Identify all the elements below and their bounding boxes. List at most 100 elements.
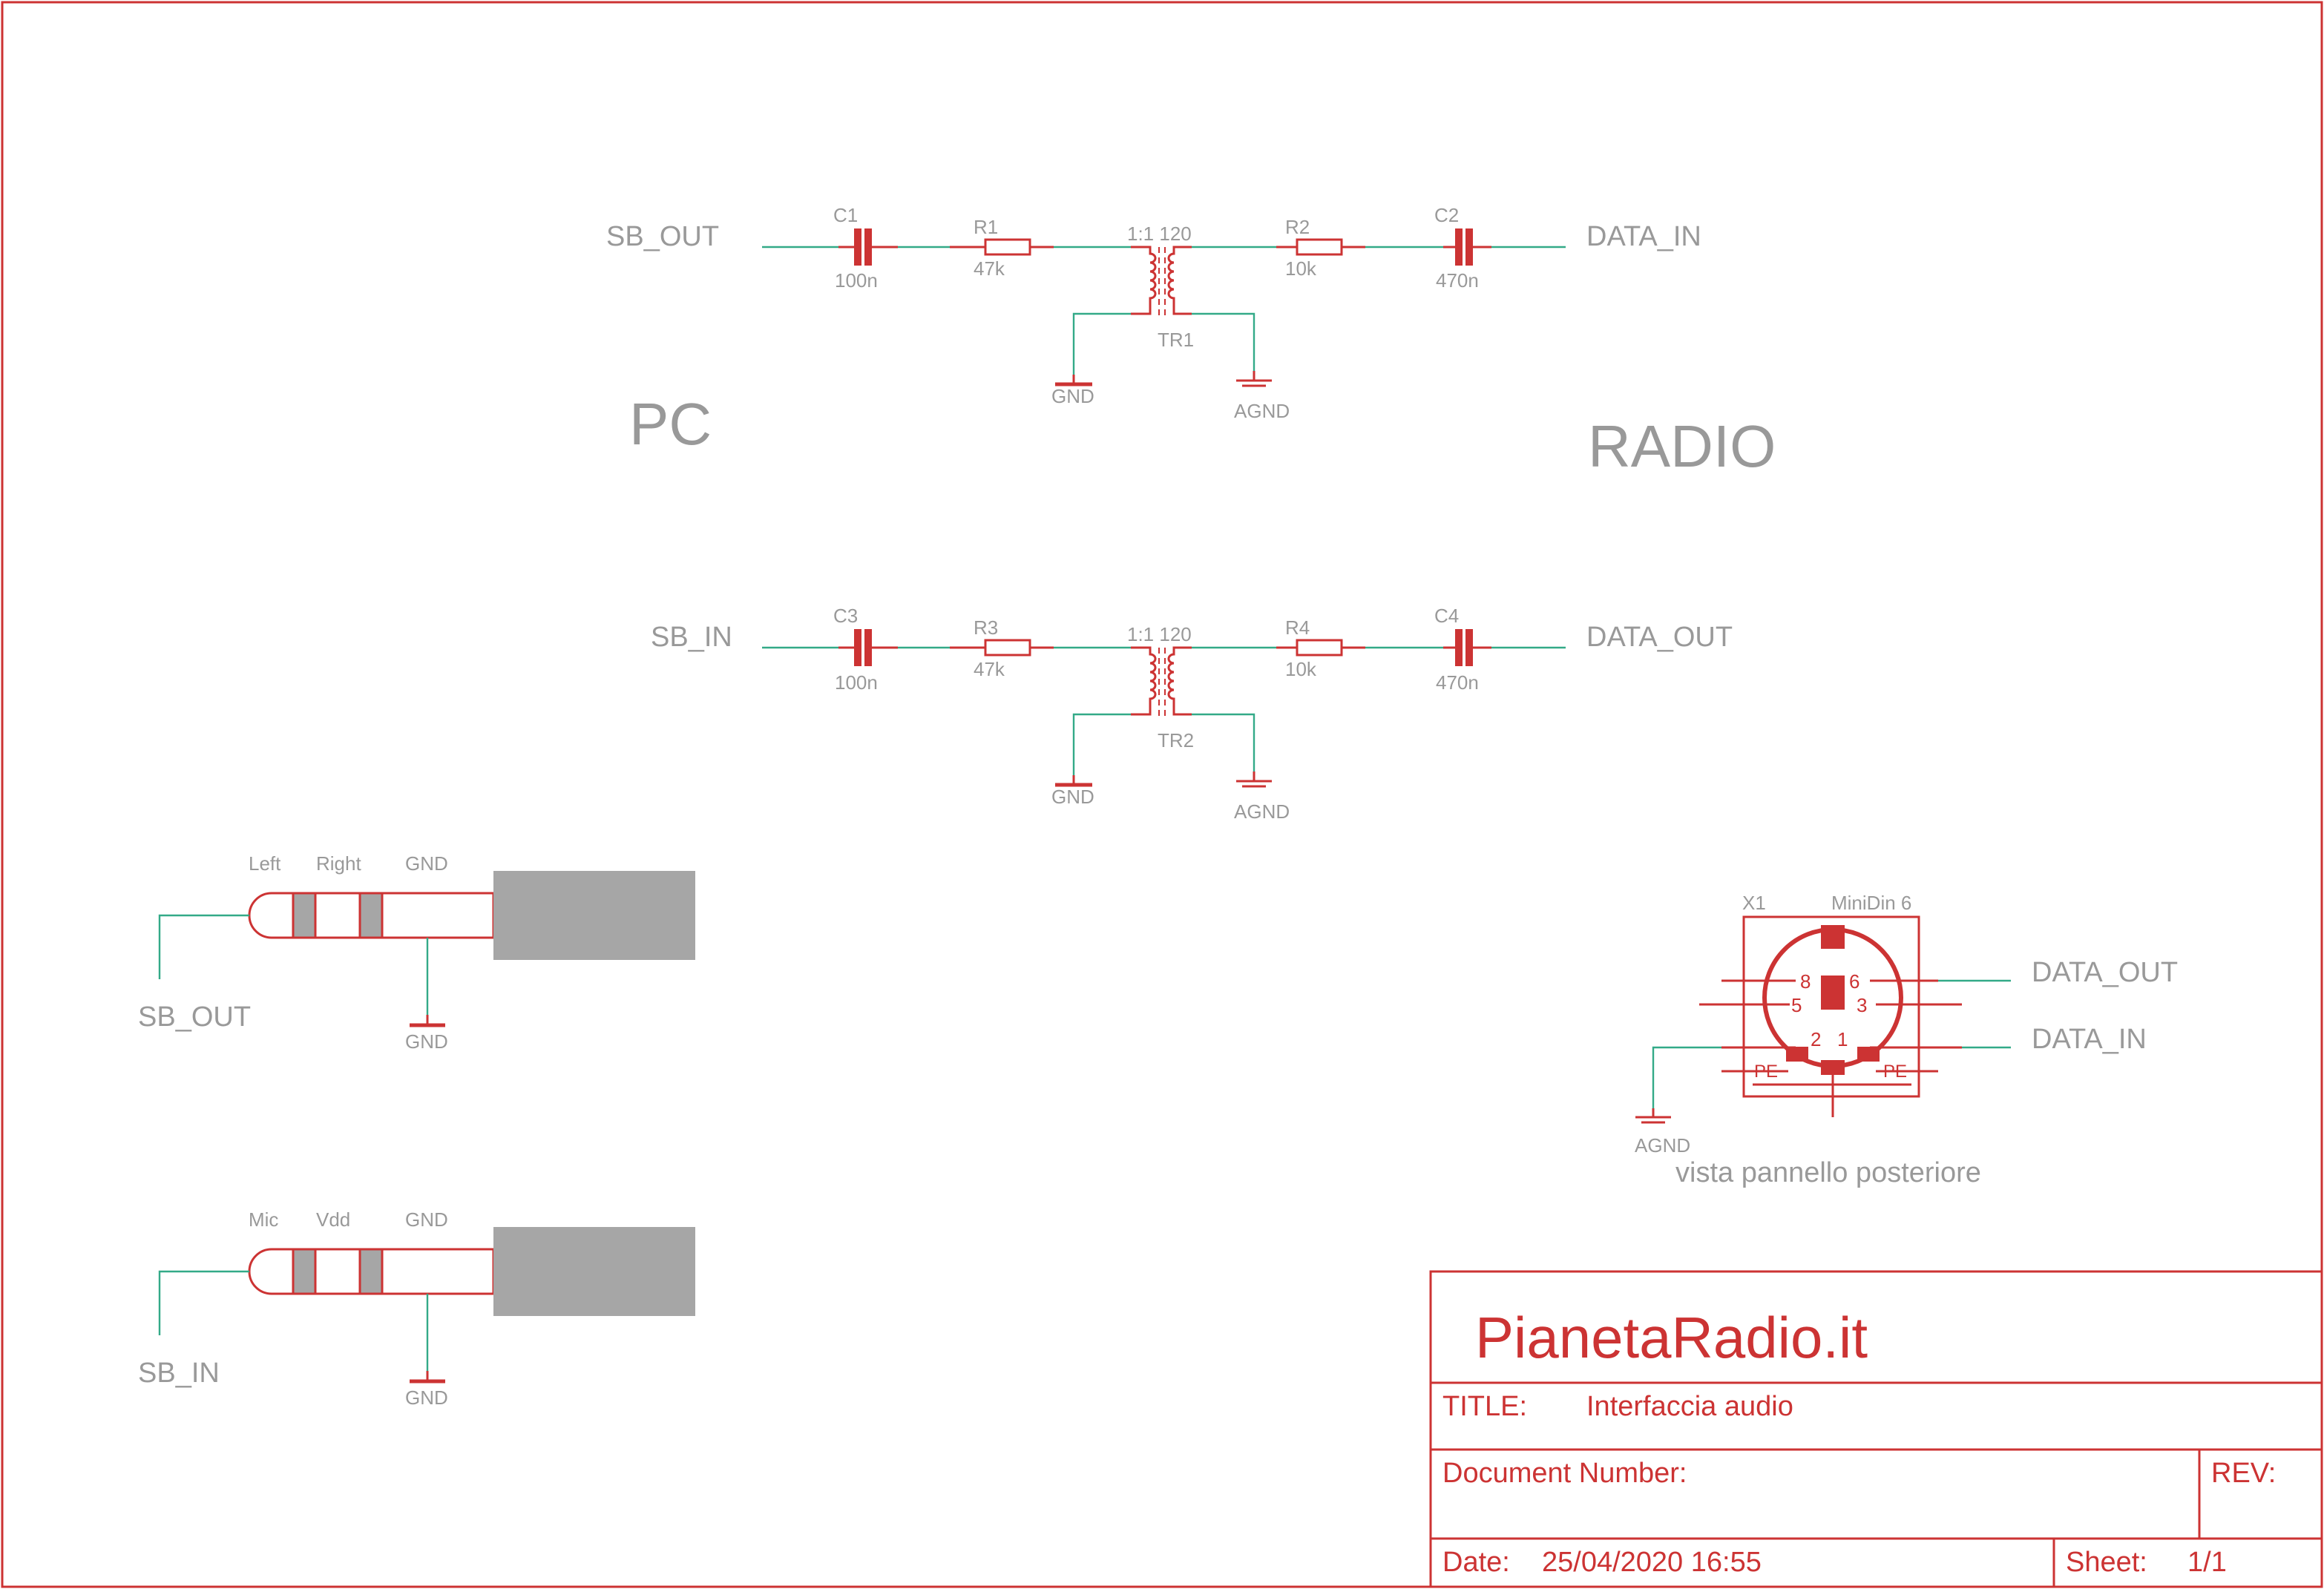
circuit-2: SB_IN C3 100n R3 47k 1:1 120 TR2 R4 10k xyxy=(651,605,1733,823)
connector-net-top: DATA_OUT xyxy=(2032,957,2178,988)
jack-tip-label: Mic xyxy=(249,1208,278,1231)
title-value: Interfaccia audio xyxy=(1586,1391,1793,1422)
wire xyxy=(1072,312,1131,375)
connector-outline xyxy=(1742,915,1920,1098)
r1-value: 47k xyxy=(974,257,1005,280)
jack-sleeve-label: GND xyxy=(405,1208,448,1231)
pin-1: 1 xyxy=(1837,1028,1848,1050)
pin-6: 6 xyxy=(1849,970,1859,993)
pc-side-label: PC xyxy=(629,391,712,457)
radio-side-label: RADIO xyxy=(1588,413,1776,479)
gnd-label: GND xyxy=(405,1386,448,1409)
connector-key xyxy=(1821,925,1845,949)
c2-value: 470n xyxy=(1436,269,1479,292)
jack-ring xyxy=(314,1248,361,1295)
tr1-transformer xyxy=(1131,246,1192,315)
jack-sleeve xyxy=(381,892,495,939)
c1-value: 100n xyxy=(835,269,878,292)
c2-name: C2 xyxy=(1434,204,1459,226)
jack-body xyxy=(493,1227,695,1316)
r3-value: 47k xyxy=(974,658,1005,680)
connector-center-key xyxy=(1821,976,1845,1010)
sheet-label: Sheet: xyxy=(2066,1547,2147,1578)
minidin-connector: X1 MiniDin 6 8 6 5 3 2 1 PE PE DATA_OUT … xyxy=(1635,892,2178,1188)
jack-tip xyxy=(248,1248,295,1295)
wire xyxy=(1192,713,1255,772)
data-in-net-label: DATA_IN xyxy=(1586,221,1701,252)
company-name: PianetaRadio.it xyxy=(1475,1305,1868,1370)
tr2-name: TR2 xyxy=(1158,729,1194,751)
c4-plate-a xyxy=(1455,629,1463,666)
wire xyxy=(1652,1046,1721,1108)
pin-3: 3 xyxy=(1857,994,1867,1016)
sheet-value: 1/1 xyxy=(2187,1547,2227,1578)
wire xyxy=(1192,312,1255,371)
date-label: Date: xyxy=(1442,1547,1510,1578)
r1-body xyxy=(984,238,1031,256)
tr1-name: TR1 xyxy=(1158,329,1194,351)
jack-plug-1: Left Right GND SB_OUT GND xyxy=(138,852,695,1053)
r3-body xyxy=(984,639,1031,657)
r2-body xyxy=(1296,238,1343,256)
c4-plate-b xyxy=(1465,629,1473,666)
jack-insulator xyxy=(360,893,382,938)
circuit-1: SB_OUT C1 100n R1 47k 1:1 120 TR1 R2 10k xyxy=(606,204,1701,422)
c2-plate-a xyxy=(1455,228,1463,266)
r4-value: 10k xyxy=(1285,658,1317,680)
connector-caption: vista pannello posteriore xyxy=(1675,1157,1981,1188)
jack-body xyxy=(493,871,695,960)
jack-sleeve-label: GND xyxy=(405,852,448,875)
data-out-net-label: DATA_OUT xyxy=(1586,622,1733,653)
c1-plate-a xyxy=(854,228,861,266)
sb-out-net-label: SB_OUT xyxy=(606,221,719,252)
r1-name: R1 xyxy=(974,216,998,238)
jack-insulator xyxy=(360,1249,382,1294)
c3-name: C3 xyxy=(833,605,858,627)
c1-plate-b xyxy=(864,228,872,266)
c4-name: C4 xyxy=(1434,605,1459,627)
c2-plate-b xyxy=(1465,228,1473,266)
r2-name: R2 xyxy=(1285,216,1310,238)
jack-ring xyxy=(314,892,361,939)
jack-tip xyxy=(248,892,295,939)
jack-ring-label: Vdd xyxy=(316,1208,350,1231)
jack-plug-2: Mic Vdd GND SB_IN GND xyxy=(138,1208,695,1409)
wire xyxy=(1072,713,1131,775)
agnd-label: AGND xyxy=(1234,400,1290,422)
jack-net-label: SB_OUT xyxy=(138,1001,251,1033)
title-label: TITLE: xyxy=(1442,1391,1527,1422)
pin-8: 8 xyxy=(1800,970,1811,993)
tr2-ratio: 1:1 120 xyxy=(1127,623,1192,645)
jack-net-label: SB_IN xyxy=(138,1358,220,1389)
r2-value: 10k xyxy=(1285,257,1317,280)
wire xyxy=(158,1270,249,1335)
r4-body xyxy=(1296,639,1343,657)
connector-net-bottom: DATA_IN xyxy=(2032,1024,2147,1055)
sb-in-net-label: SB_IN xyxy=(651,622,732,653)
rev-label: REV: xyxy=(2211,1458,2276,1489)
jack-ring-label: Right xyxy=(316,852,361,875)
gnd-label: GND xyxy=(1051,385,1094,407)
r4-name: R4 xyxy=(1285,616,1310,639)
gnd-label: GND xyxy=(1051,786,1094,808)
r3-name: R3 xyxy=(974,616,998,639)
date-value: 25/04/2020 16:55 xyxy=(1542,1547,1762,1578)
title-block-frame xyxy=(1429,1270,2323,1588)
tr2-transformer xyxy=(1131,646,1192,716)
c3-plate-b xyxy=(864,629,872,666)
c3-value: 100n xyxy=(835,671,878,694)
document-number-label: Document Number: xyxy=(1442,1458,1687,1489)
pin-pe-right: PE xyxy=(1883,1062,1907,1082)
connector-ref: X1 xyxy=(1742,892,1766,914)
jack-insulator xyxy=(293,893,315,938)
c1-name: C1 xyxy=(833,204,858,226)
jack-insulator xyxy=(293,1249,315,1294)
agnd-label: AGND xyxy=(1234,800,1290,823)
pin-2: 2 xyxy=(1811,1028,1821,1050)
c4-value: 470n xyxy=(1436,671,1479,694)
jack-tip-label: Left xyxy=(249,852,281,875)
wire xyxy=(158,914,249,979)
pin-5: 5 xyxy=(1791,994,1802,1016)
